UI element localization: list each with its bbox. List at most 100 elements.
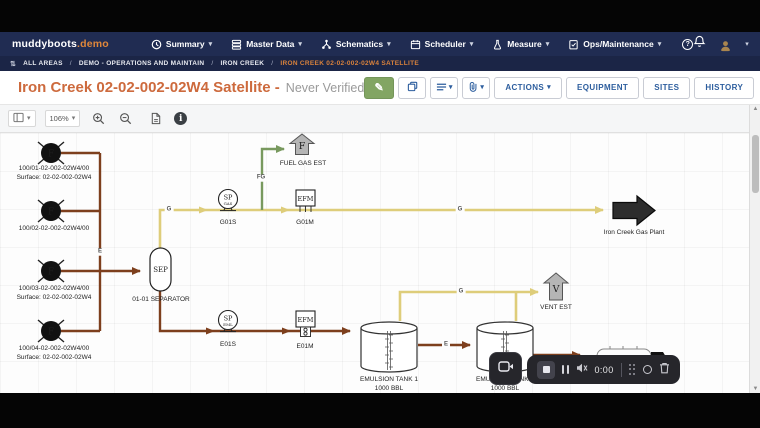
chevron-down-icon: ▾ — [208, 40, 213, 48]
attachments-button[interactable]: ▾ — [462, 76, 491, 99]
database-icon — [231, 39, 242, 50]
pause-icon — [562, 365, 564, 374]
well-symbol[interactable]: F — [37, 141, 65, 165]
breadcrumb-item[interactable]: DEMO - OPERATIONS AND MAINTAIN — [78, 60, 205, 67]
gas-line — [158, 206, 604, 248]
schematic-canvas[interactable]: F F F F SEP SP GAS — [0, 133, 749, 393]
well-symbol[interactable]: F — [37, 319, 65, 343]
well-id: 100/02-02-002-02W4/00 — [18, 225, 90, 232]
menu-summary[interactable]: Summary▾ — [151, 39, 212, 50]
flow-label-g: G — [455, 206, 465, 214]
zoom-out-button[interactable] — [116, 110, 134, 128]
menu-schematics[interactable]: Schematics▾ — [321, 39, 391, 50]
separator-label: 01-01 SEPARATOR — [132, 296, 190, 303]
sp-text: SP — [224, 194, 233, 202]
info-button[interactable]: i — [174, 112, 188, 125]
chevron-down-icon[interactable]: ▾ — [745, 40, 749, 48]
well-label: 100/02-02-002-02W4/00 — [19, 224, 89, 233]
help-icon[interactable]: ? — [682, 38, 694, 50]
recorder-divider — [620, 362, 622, 377]
chevron-down-icon: ▾ — [27, 115, 31, 122]
pause-button[interactable] — [562, 365, 569, 374]
stop-icon — [542, 366, 550, 373]
flow-label-e: E — [95, 248, 105, 256]
restart-recording-button[interactable] — [643, 365, 653, 374]
well-symbol[interactable]: F — [37, 259, 65, 283]
zoom-in-button[interactable] — [89, 110, 107, 128]
gas-plant-symbol[interactable] — [612, 194, 656, 227]
pause-icon — [566, 365, 569, 374]
breadcrumb-root[interactable]: ALL AREAS — [23, 60, 63, 67]
menu-ops-maintenance[interactable]: Ops/Maintenance▾ — [568, 39, 661, 50]
chevron-down-icon: ▾ — [545, 40, 550, 48]
scrollbar-thumb[interactable] — [752, 135, 759, 193]
well-id: 100/04-02-002-02W4/00 — [18, 345, 90, 352]
well-letter: F — [48, 268, 54, 278]
paperclip-icon — [468, 81, 478, 94]
history-button[interactable]: HISTORY — [694, 76, 755, 99]
fuel-gas-est-symbol[interactable]: F — [288, 133, 316, 155]
tank-symbol[interactable] — [360, 321, 418, 373]
camera-icon — [497, 360, 514, 378]
delete-recording-button[interactable] — [659, 361, 670, 379]
menu-master-data[interactable]: Master Data▾ — [231, 39, 302, 50]
menu-label: Master Data — [246, 39, 295, 49]
brand-name: muddyboots — [12, 38, 77, 50]
recorder-camera-button[interactable] — [489, 352, 522, 385]
sort-areas-icon: ⇅ — [10, 60, 17, 68]
brand-suffix: .demo — [77, 38, 109, 50]
well-surface: Surface: 02-02-002-02W4 — [16, 174, 92, 182]
scroll-up-arrow[interactable]: ▲ — [752, 106, 759, 112]
menu-measure[interactable]: Measure▾ — [492, 39, 549, 50]
tank-capacity: 1000 BBL — [490, 385, 520, 393]
chevron-down-icon: ▾ — [480, 84, 485, 91]
e01m-label: E01M — [296, 343, 314, 350]
sample-point-e01s[interactable]: SP EML — [217, 309, 239, 333]
chevron-down-icon: ▾ — [387, 40, 391, 48]
separator-symbol[interactable]: SEP — [149, 247, 172, 292]
menu-label: Schematics — [335, 39, 384, 49]
drag-handle-icon[interactable] — [628, 363, 637, 376]
sample-point-g01s[interactable]: SP GAS — [217, 188, 239, 212]
mute-button[interactable] — [576, 361, 588, 379]
flow-label-e: E — [441, 341, 451, 349]
scroll-down-arrow[interactable]: ▼ — [752, 386, 759, 392]
zoom-level-dropdown[interactable]: 106% ▾ — [44, 110, 81, 127]
well-id: 100/01-02-002-02W4/00 — [18, 165, 90, 172]
actions-button[interactable]: ACTIONS▾ — [494, 76, 563, 99]
breadcrumb: ⇅ ALL AREAS / DEMO - OPERATIONS AND MAIN… — [0, 56, 760, 71]
meter-e01m[interactable]: EFM — [295, 310, 316, 337]
stop-recording-button[interactable] — [537, 360, 555, 379]
user-avatar[interactable] — [718, 37, 733, 52]
well-label: 100/01-02-002-02W4/00 Surface: 02-02-002… — [17, 164, 92, 182]
tank-label: EMULSION TANK 1 1000 BBL — [360, 375, 418, 393]
well-surface: Surface: 02-02-002-02W4 — [16, 354, 92, 362]
equipment-button[interactable]: EQUIPMENT — [566, 76, 640, 99]
copy-button[interactable] — [398, 76, 427, 99]
vent-est-symbol[interactable]: V — [542, 272, 570, 301]
sites-button[interactable]: SITES — [643, 76, 691, 99]
brand-logo[interactable]: muddyboots.demo — [12, 38, 109, 50]
edit-button[interactable]: ✎ — [364, 76, 395, 99]
chevron-down-icon: ▾ — [448, 84, 453, 91]
fuel-gas-est-label: FUEL GAS EST — [279, 160, 327, 167]
restart-icon — [643, 365, 653, 374]
sp-subtext: GAS — [224, 201, 233, 206]
calendar-icon — [410, 39, 421, 50]
list-menu-button[interactable]: ▾ — [430, 76, 459, 99]
top-navigation-bar: muddyboots.demo Summary▾ Master Data▾ Sc… — [0, 32, 760, 56]
layout-selector-button[interactable]: ▾ — [8, 110, 36, 127]
letterbox-top — [0, 0, 760, 32]
breadcrumb-item[interactable]: IRON CREEK — [220, 60, 265, 67]
menu-scheduler[interactable]: Scheduler▾ — [410, 39, 473, 50]
export-document-button[interactable] — [147, 110, 165, 128]
well-symbol[interactable]: F — [37, 199, 65, 223]
vertical-scrollbar[interactable]: ▲ ▼ — [749, 105, 760, 393]
meter-g01m[interactable]: EFM — [295, 189, 316, 212]
notifications-bell-icon[interactable] — [693, 35, 706, 53]
zoom-level-value: 106% — [49, 114, 69, 123]
fuel-gas-line — [260, 145, 285, 210]
fuel-gas-letter: F — [299, 141, 306, 152]
well-flowlines — [61, 151, 141, 333]
e01s-label: E01S — [220, 341, 236, 348]
